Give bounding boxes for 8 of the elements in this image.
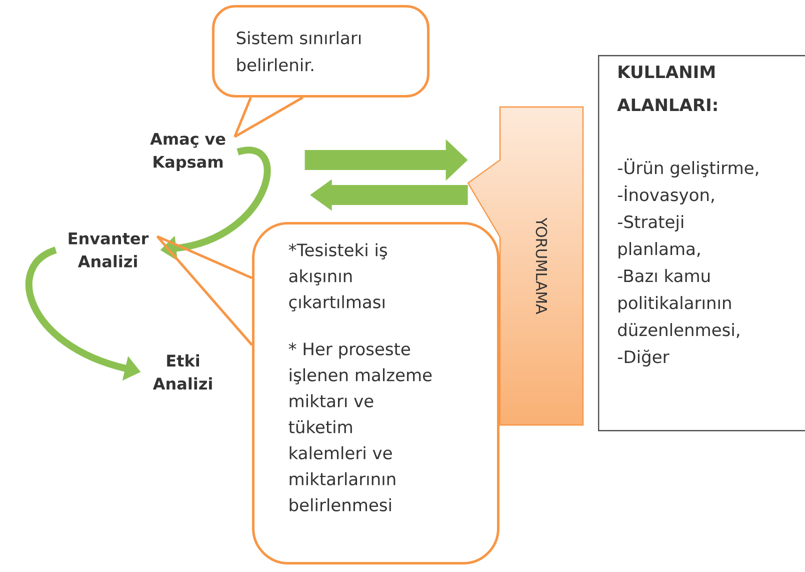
callout-pointer — [233, 96, 304, 138]
speech-bubble: Sistem sınırları belirlenir. — [212, 5, 430, 98]
text-box: KULLANIM ALANLARI: -Ürün geliştirme, -İnovasyon, -Strateji planlama, -Bazı kamu politikalarının düzenlenmesi, -Diğer — [598, 55, 805, 432]
speech-bubble: *Tesisteki iş akışının çıkartılması * Her proseste işlenen malzeme miktarı ve tüketim kalemleri ve miktarlarının belirlenmesi — [252, 222, 500, 564]
stage-label: Amaç ve Kapsam — [150, 133, 226, 171]
stage-label: Envanter Analizi — [68, 232, 149, 268]
stage-label: Etki Analizi — [152, 354, 212, 390]
callout-pointer — [156, 235, 254, 346]
